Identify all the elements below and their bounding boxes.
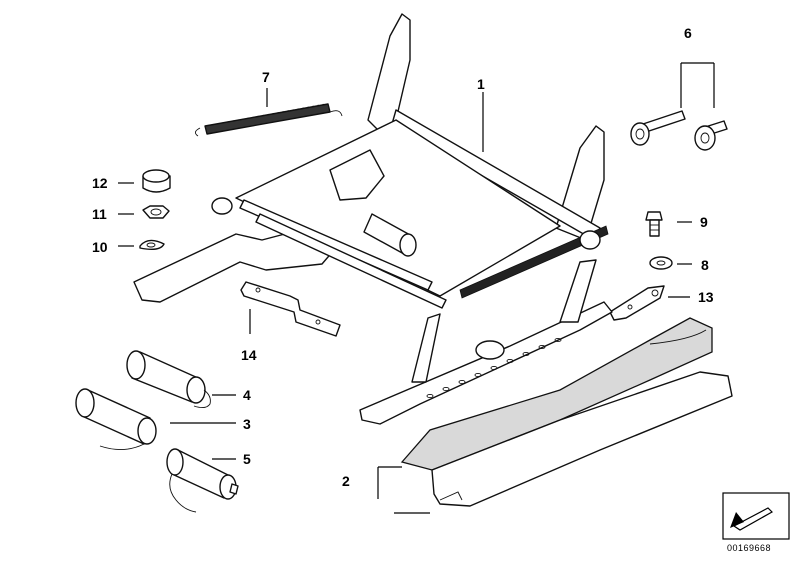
motor-part-3 (75, 388, 157, 450)
callout-11: 11 (92, 206, 107, 222)
callout-3: 3 (243, 416, 251, 432)
leader-lines (118, 62, 715, 514)
callout-10: 10 (92, 239, 108, 255)
bolt-parts (630, 110, 728, 151)
bracket-part (609, 285, 665, 321)
callout-5: 5 (243, 451, 251, 467)
callout-1: 1 (477, 76, 485, 92)
plate-part (240, 281, 341, 337)
buffer-part (142, 169, 171, 193)
washer-part (649, 256, 673, 270)
callout-7: 7 (262, 69, 270, 85)
direction-arrow-icon (722, 492, 790, 540)
seat-frame-part (133, 13, 613, 425)
callout-4: 4 (243, 387, 251, 403)
callout-13: 13 (698, 289, 714, 305)
nut-part (142, 205, 170, 219)
motor-part-4 (126, 350, 211, 409)
callout-8: 8 (701, 257, 709, 273)
callout-6: 6 (684, 25, 692, 41)
spring-part (195, 103, 343, 137)
callout-14: 14 (241, 347, 257, 363)
drawing-number: 00169668 (727, 543, 772, 553)
callout-2: 2 (342, 473, 350, 489)
trim-panel-part (400, 317, 733, 507)
clip-part (139, 239, 165, 251)
callout-12: 12 (92, 175, 108, 191)
screw-part (645, 211, 663, 237)
motor-part-5 (166, 448, 239, 513)
callout-9: 9 (700, 214, 708, 230)
